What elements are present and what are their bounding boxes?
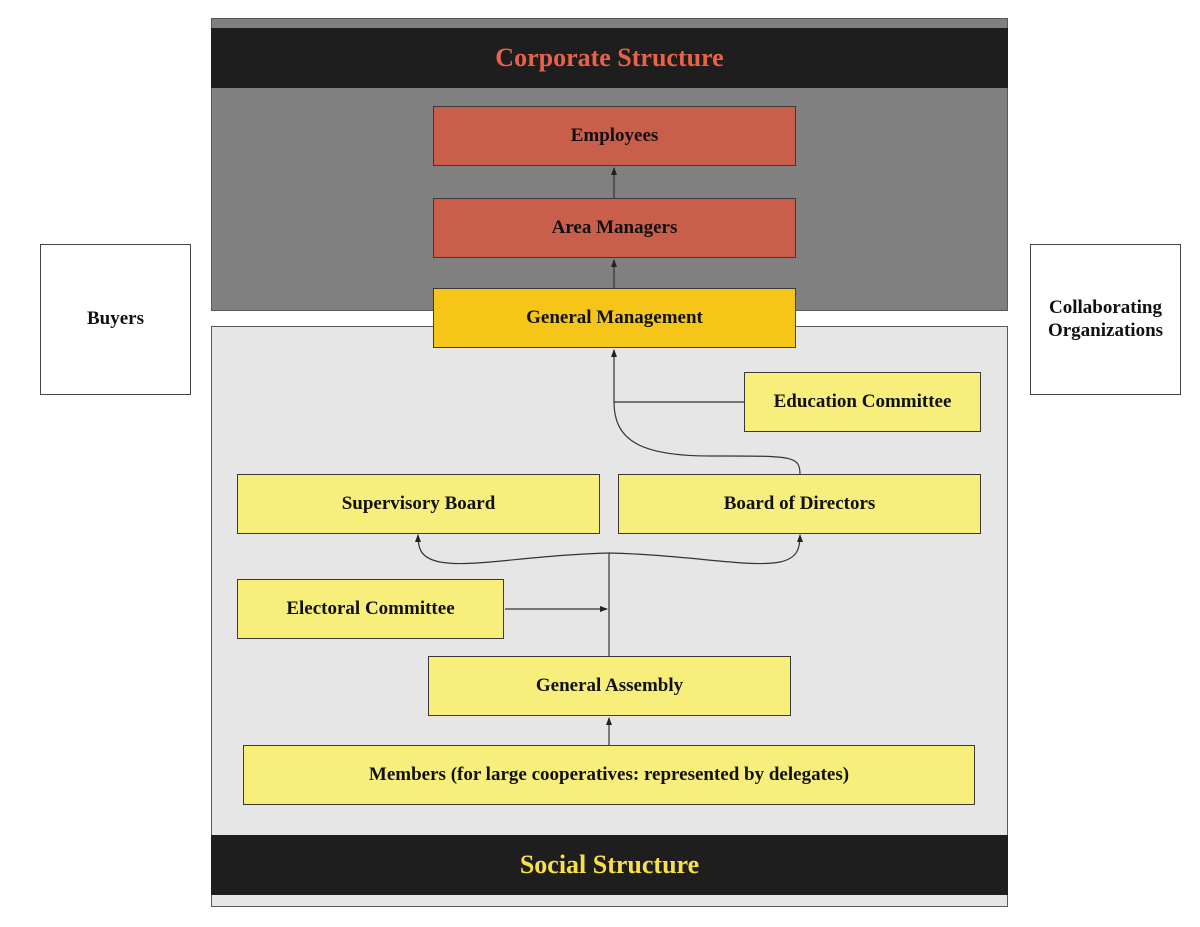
corporate-structure-title: Corporate Structure: [211, 28, 1008, 88]
supervisory-board-box: Supervisory Board: [237, 474, 600, 534]
area-managers-box: Area Managers: [433, 198, 796, 258]
electoral-committee-box: Electoral Committee: [237, 579, 504, 639]
employees-box: Employees: [433, 106, 796, 166]
social-structure-title: Social Structure: [211, 835, 1008, 895]
board-of-directors-box: Board of Directors: [618, 474, 981, 534]
members-box: Members (for large cooperatives: represe…: [243, 745, 975, 805]
buyers-box: Buyers: [40, 244, 191, 395]
collaborating-organizations-box: Collaborating Organizations: [1030, 244, 1181, 395]
general-assembly-box: General Assembly: [428, 656, 791, 716]
general-management-box: General Management: [433, 288, 796, 348]
education-committee-box: Education Committee: [744, 372, 981, 432]
